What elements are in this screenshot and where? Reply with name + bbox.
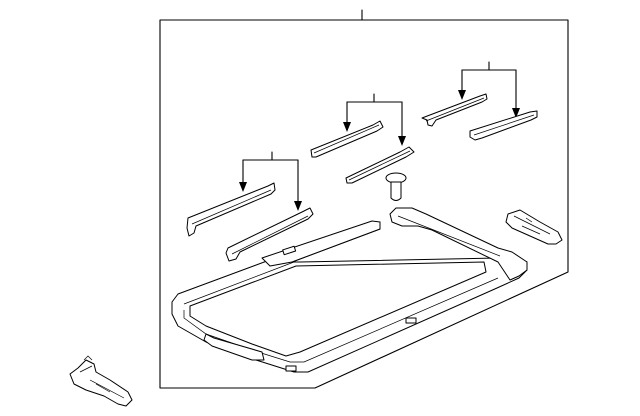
grommet-stem	[390, 181, 402, 201]
rail-detail	[231, 215, 309, 255]
arrow-head	[398, 136, 406, 146]
guide-rail-pair-left	[186, 151, 314, 262]
arrow-head	[512, 108, 520, 118]
frame-clip	[285, 365, 297, 372]
bracket-body	[505, 209, 563, 245]
corner-detail	[397, 215, 501, 257]
mounting-bracket-loose	[69, 355, 133, 407]
rail-tab	[282, 245, 297, 256]
sunroof-frame	[171, 207, 528, 373]
arrow-head	[343, 122, 351, 132]
frame-inner-opening	[189, 261, 487, 357]
bracket-body	[69, 359, 133, 407]
arrow-head	[458, 90, 466, 100]
frame-drain-spout	[203, 333, 265, 361]
rail-detail	[313, 124, 380, 154]
rail-detail	[191, 189, 272, 225]
assembly-group-box	[159, 9, 569, 389]
rail-detail	[425, 97, 485, 122]
guide-rail-pair-right	[421, 61, 538, 141]
group-box-outline	[159, 19, 569, 389]
arrow-head	[239, 182, 247, 192]
bracket-detail	[79, 355, 125, 399]
bracket-detail	[513, 215, 551, 235]
arrow-head	[294, 201, 302, 211]
frame-clip	[405, 317, 417, 324]
mounting-bracket-right	[505, 209, 563, 245]
frame-front-rail	[261, 220, 381, 267]
guide-rail	[186, 182, 276, 237]
guide-rail-pair-center	[310, 93, 415, 184]
drain-grommet	[385, 172, 407, 201]
rail-detail	[473, 114, 535, 136]
guide-rail	[225, 207, 314, 262]
rail-detail	[348, 150, 411, 181]
